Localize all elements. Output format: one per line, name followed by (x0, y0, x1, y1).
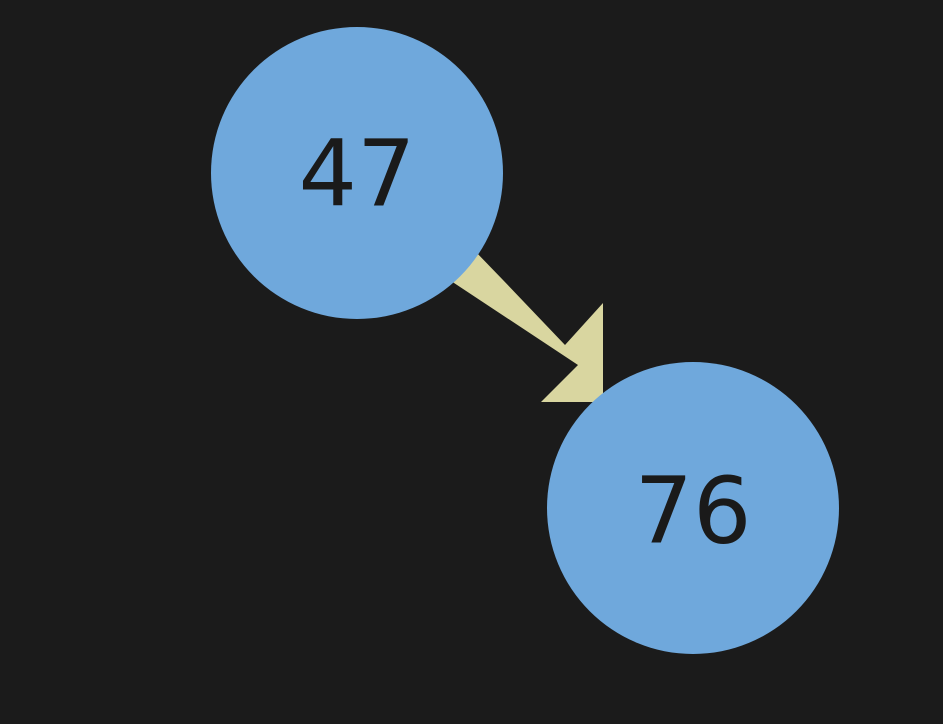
tree-node-76: 76 (547, 362, 839, 654)
node-circle (547, 362, 839, 654)
edge-arrow-47-to-76 (445, 250, 603, 402)
node-label: 47 (298, 121, 415, 228)
node-label: 76 (634, 458, 751, 565)
tree-node-47: 47 (211, 27, 503, 319)
node-circle (211, 27, 503, 319)
